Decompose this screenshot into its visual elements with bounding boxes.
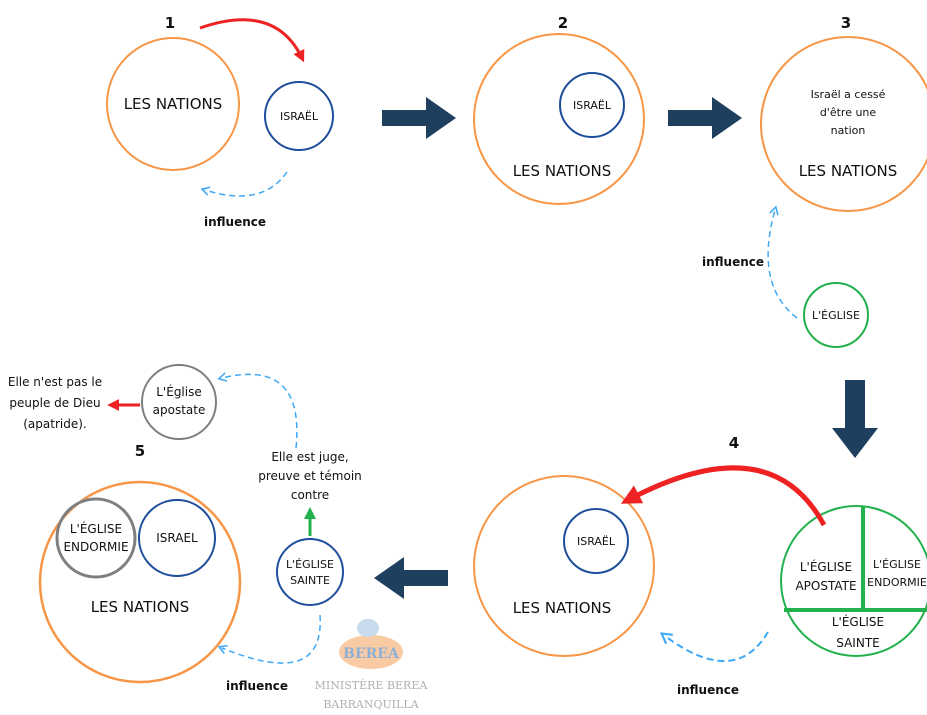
- not-people-text-line3: (apatride).: [23, 417, 86, 431]
- nations-label: LES NATIONS: [513, 162, 612, 180]
- israel-circle: [559, 72, 625, 138]
- nations-label: LES NATIONS: [124, 95, 223, 113]
- israel-ceased-note-line3: nation: [831, 124, 866, 137]
- influence-label: influence: [702, 255, 764, 269]
- step-5-number: 5: [135, 442, 145, 460]
- flow-arrow-3-4: [832, 380, 878, 458]
- flow-arrow-4-5: [374, 557, 448, 599]
- migration-arrow: [199, 18, 305, 63]
- influence-label: influence: [204, 215, 266, 229]
- holy-church-circle: [276, 538, 344, 606]
- rejection-arrow: [620, 465, 827, 527]
- church-circle: [803, 282, 869, 348]
- israel-label: ISRAËL: [280, 110, 319, 123]
- flame-logo-icon: [339, 635, 403, 669]
- israel-circle: [138, 499, 216, 577]
- holy-church-line2: SAINTE: [836, 636, 879, 650]
- israel-circle: [264, 81, 334, 151]
- step-2: 2 ISRAËL LES NATIONS: [473, 14, 645, 205]
- influence-arrow: [200, 171, 288, 197]
- not-people-text-line2: peuple de Dieu: [9, 396, 100, 410]
- asleep-church-circle: [55, 497, 137, 579]
- nations-circle: [106, 37, 240, 171]
- step-1: 1 LES NATIONS ISRAËL influence: [106, 14, 334, 229]
- israel-ceased-note-line2: d'être une: [820, 106, 877, 119]
- nations-label: LES NATIONS: [91, 598, 190, 616]
- asleep-church-line1: L'ÉGLISE: [70, 521, 122, 536]
- step-4: 4 ISRAËL LES NATIONS L'ÉGLISE APOSTATE L…: [473, 434, 927, 697]
- apostate-church-line2: apostate: [153, 403, 206, 417]
- dove-icon: [357, 619, 379, 637]
- israel-circle: [563, 508, 629, 574]
- flow-arrow-1-2: [382, 97, 456, 139]
- influence-arrow: [659, 631, 769, 662]
- nations-circle: [760, 36, 927, 212]
- israel-ceased-note-line1: Israël a cessé: [811, 88, 886, 101]
- apostate-church-line2: APOSTATE: [795, 579, 856, 593]
- judge-text-line1: Elle est juge,: [271, 450, 348, 464]
- asleep-church-line2: ENDORMIE: [867, 576, 927, 589]
- israel-label: ISRAËL: [573, 99, 612, 112]
- nations-circle: [473, 475, 655, 657]
- apostate-church-circle: [141, 364, 217, 440]
- flow-arrow-2-3: [668, 97, 742, 139]
- step-2-number: 2: [558, 14, 568, 32]
- asleep-church-line1: L'ÉGLISE: [873, 558, 921, 571]
- step-4-number: 4: [729, 434, 739, 452]
- step-3-number: 3: [841, 14, 851, 32]
- influence-arrow: [217, 614, 321, 664]
- influence-label: influence: [677, 683, 739, 697]
- nations-circle: [38, 480, 242, 684]
- step-5: 5 L'ÉGLISE ENDORMIE ISRAEL LES NATIONS L…: [8, 364, 362, 693]
- church-label: L'ÉGLISE: [812, 309, 860, 322]
- asleep-church-line2: ENDORMIE: [63, 540, 128, 554]
- holy-church-line1: L'ÉGLISE: [832, 614, 884, 629]
- judge-text-line3: contre: [291, 488, 329, 502]
- apostate-church-line1: L'Église: [156, 384, 202, 399]
- not-people-text-line1: Elle n'est pas le: [8, 375, 102, 389]
- influence-arrow: [767, 205, 798, 319]
- israel-label: ISRAEL: [156, 531, 198, 545]
- influence-label: influence: [226, 679, 288, 693]
- apostasy-arrow: [217, 372, 298, 449]
- holy-church-line1: L'ÉGLISE: [286, 558, 334, 571]
- holy-church-line2: SAINTE: [290, 574, 330, 587]
- watermark-line2: BARRANQUILLA: [323, 698, 419, 711]
- step-3: 3 Israël a cessé d'être une nation LES N…: [702, 14, 927, 348]
- berea-watermark: BEREA MINISTÈRE BEREA BARRANQUILLA: [315, 619, 429, 711]
- israel-label: ISRAËL: [577, 535, 616, 548]
- nations-circle: [473, 33, 645, 205]
- nations-label: LES NATIONS: [799, 162, 898, 180]
- divided-church-circle: [780, 505, 927, 657]
- watermark-logo-text: BEREA: [343, 646, 400, 662]
- nations-label: LES NATIONS: [513, 599, 612, 617]
- apostate-church-line1: L'ÉGLISE: [800, 559, 852, 574]
- watermark-line1: MINISTÈRE BEREA: [315, 678, 429, 692]
- step-1-number: 1: [165, 14, 175, 32]
- judge-text-line2: preuve et témoin: [258, 469, 362, 483]
